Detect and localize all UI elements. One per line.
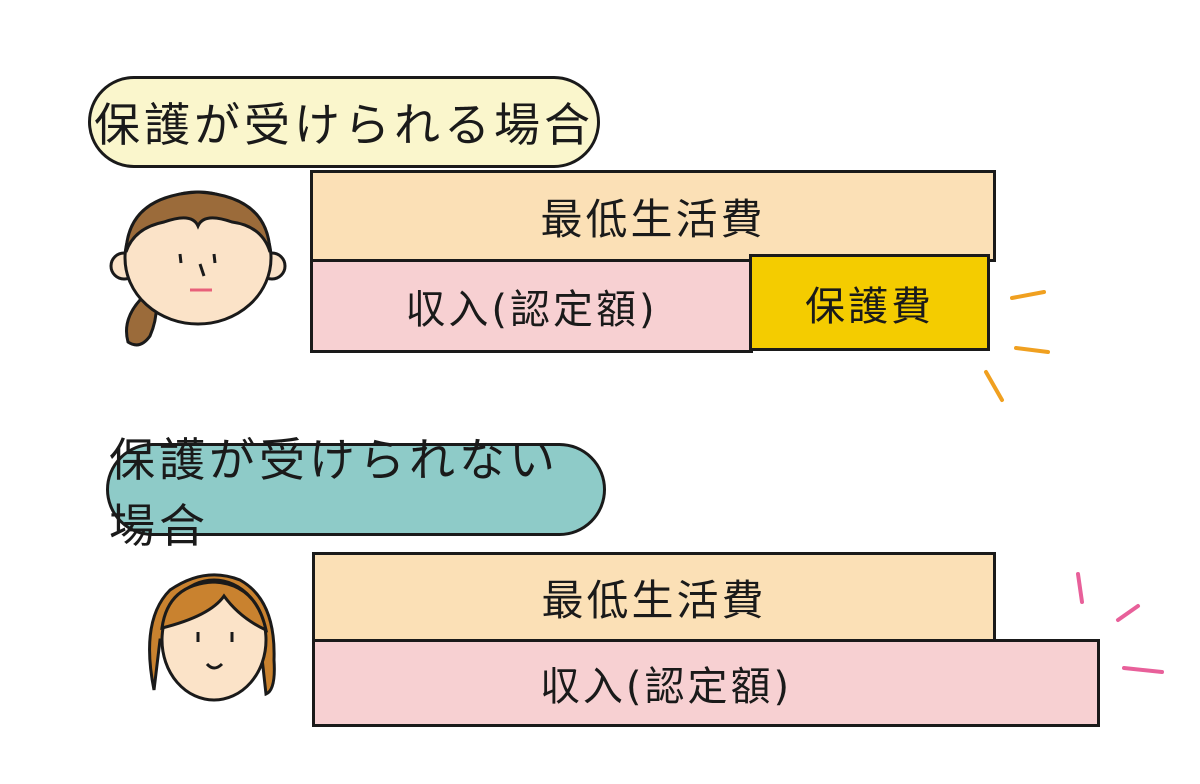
emphasis-lines-icon	[984, 290, 1050, 402]
eligible-label: 保護が受けられる場合	[88, 76, 600, 168]
ineligible-income-bar: 収入(認定額)	[312, 639, 1100, 727]
woman-bob-hair-icon	[148, 573, 276, 702]
eligible-income-label: 収入(認定額)	[405, 287, 658, 333]
protection-cost-label: 保護費	[805, 283, 934, 330]
woman-ponytail-icon	[109, 190, 287, 347]
ineligible-label: 保護が受けられない場合	[106, 433, 606, 553]
ineligible-label-text: 保護が受けられない場合	[109, 432, 559, 553]
protection-cost-bar: 保護費	[749, 254, 990, 351]
eligible-income-bar: 収入(認定額)	[310, 259, 753, 353]
eligible-label-text: 保護が受けられる場合	[94, 98, 594, 152]
ineligible-min-living-cost-bar: 最低生活費	[312, 552, 996, 642]
ineligible-min-living-cost-label: 最低生活費	[541, 575, 767, 625]
ineligible-income-label: 収入(認定額)	[539, 664, 793, 710]
eligible-min-living-cost-label: 最低生活費	[540, 194, 766, 244]
emphasis-lines-icon	[1076, 572, 1164, 674]
